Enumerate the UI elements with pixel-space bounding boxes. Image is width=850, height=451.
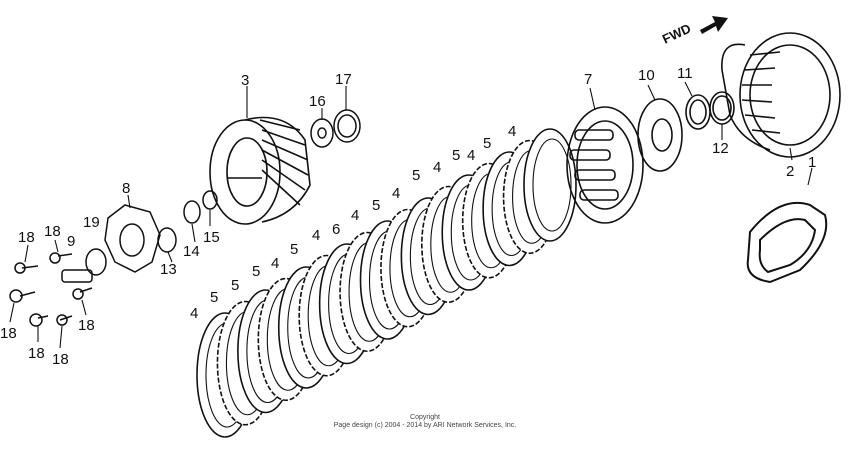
label-5d: 5 xyxy=(372,197,380,214)
fwd-label: FWD xyxy=(660,21,693,47)
label-4b: 4 xyxy=(467,147,475,164)
clutch-plate-inner-edge xyxy=(532,138,572,232)
label-4g: 4 xyxy=(271,255,279,272)
part-labels: 1 2 3 4 4 4 4 4 4 4 5 4 5 5 5 5 5 5 5 6 … xyxy=(0,21,816,368)
label-18b: 18 xyxy=(44,223,61,240)
label-5f: 5 xyxy=(252,263,260,280)
label-16: 16 xyxy=(309,93,326,110)
clutch-plate xyxy=(523,128,577,242)
label-4i: 4 xyxy=(190,305,198,322)
label-2: 2 xyxy=(786,163,794,180)
label-11: 11 xyxy=(677,65,693,82)
label-14: 14 xyxy=(183,243,200,260)
bolt-set-18 xyxy=(9,252,93,327)
label-4c: 4 xyxy=(433,159,441,176)
clutch-basket-2 xyxy=(721,32,841,158)
label-18e: 18 xyxy=(52,351,69,368)
label-17: 17 xyxy=(335,71,352,88)
washer-10 xyxy=(637,98,683,172)
label-1: 1 xyxy=(808,154,816,171)
label-9: 9 xyxy=(67,233,75,250)
label-13: 13 xyxy=(160,261,177,278)
collar-19 xyxy=(61,248,107,283)
clutch-plate-stack xyxy=(196,128,577,438)
washer-15 xyxy=(202,190,218,210)
lifter-plate-8 xyxy=(104,204,161,273)
label-5a: 5 xyxy=(483,135,491,152)
label-18a: 18 xyxy=(18,229,35,246)
ring-11 xyxy=(685,94,711,130)
label-4e: 4 xyxy=(351,207,359,224)
leader-lines xyxy=(9,81,813,349)
forward-arrow-icon xyxy=(700,16,728,34)
clutch-drum-3 xyxy=(209,116,311,225)
label-4a: 4 xyxy=(508,123,516,140)
bearing-13 xyxy=(157,227,177,253)
label-3: 3 xyxy=(241,72,249,89)
copyright-notice: Page design (c) 2004 - 2014 by ARI Netwo… xyxy=(333,422,517,429)
label-8: 8 xyxy=(122,180,130,197)
belt-1 xyxy=(746,201,828,284)
pressure-plate-7 xyxy=(566,106,644,224)
washer-16 xyxy=(310,118,334,148)
label-15: 15 xyxy=(203,229,220,246)
copyright-title: Copyright xyxy=(410,414,440,421)
label-4d: 4 xyxy=(392,185,400,202)
label-18f: 18 xyxy=(78,317,95,334)
part-14 xyxy=(183,200,201,224)
label-19: 19 xyxy=(83,214,100,231)
label-5g: 5 xyxy=(210,289,218,306)
snap-ring-12 xyxy=(709,91,735,125)
washer-17 xyxy=(333,109,361,143)
label-5e: 5 xyxy=(290,241,298,258)
label-12: 12 xyxy=(712,140,729,157)
label-5c: 5 xyxy=(412,167,420,184)
label-10: 10 xyxy=(638,67,655,84)
label-5b: 5 xyxy=(452,147,460,164)
label-7: 7 xyxy=(584,71,592,88)
label-6: 6 xyxy=(332,221,340,238)
label-18d: 18 xyxy=(28,345,45,362)
label-4h: 5 xyxy=(231,277,239,294)
label-4f: 4 xyxy=(312,227,320,244)
label-18c: 18 xyxy=(0,325,17,342)
